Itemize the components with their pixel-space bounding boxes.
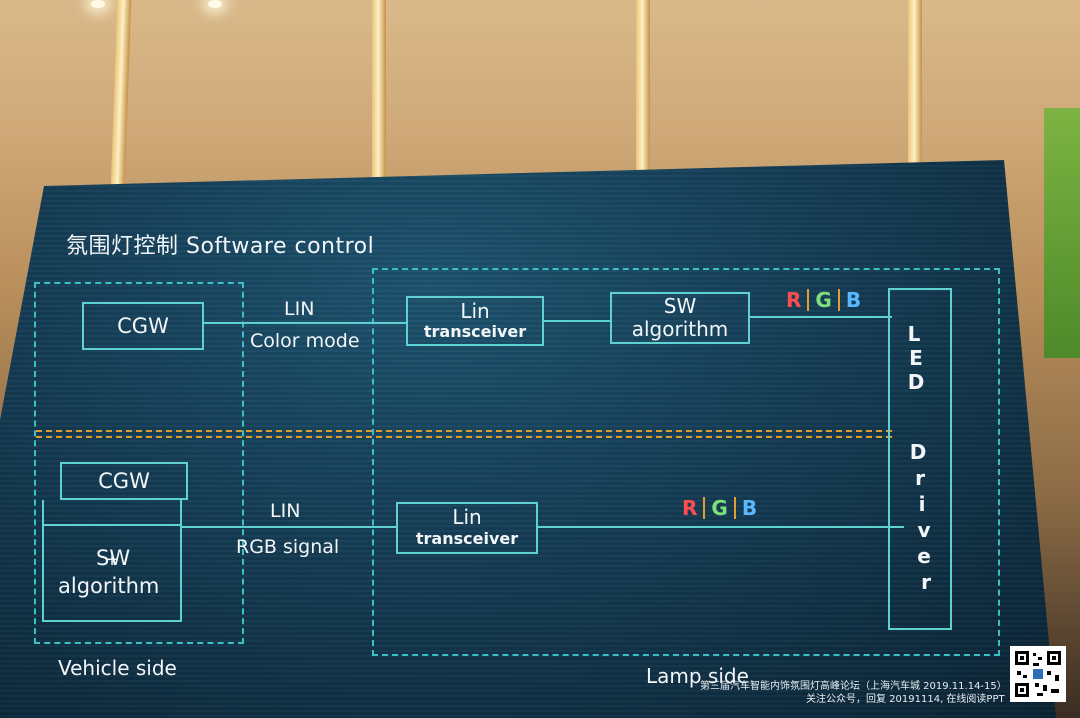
orange-divider bbox=[36, 430, 892, 438]
lin-transceiver-box-bottom: Lin transceiver bbox=[396, 502, 538, 554]
rgb-label-bottom: R G B bbox=[682, 496, 757, 520]
lin-label-top: LIN bbox=[284, 298, 315, 320]
led-driver-box bbox=[888, 288, 952, 630]
qr-code-icon bbox=[1010, 646, 1066, 702]
sw-algorithm-box-top: SW algorithm bbox=[610, 292, 750, 344]
led-driver-letter: e bbox=[917, 544, 931, 568]
rgb-signal-label: RGB signal bbox=[236, 536, 340, 558]
cgw-label: CGW bbox=[117, 314, 169, 338]
lin-wire-top bbox=[204, 322, 408, 324]
r-label: R bbox=[682, 496, 698, 520]
lin-label: Lin bbox=[460, 299, 490, 323]
watermark-line2: 关注公众号，回复 20191114, 在线阅读PPT bbox=[806, 694, 1005, 705]
lamp-side-region bbox=[372, 268, 1000, 656]
g-label: G bbox=[815, 288, 832, 312]
gold-pillar bbox=[372, 0, 386, 190]
rgb-wire-top bbox=[750, 316, 892, 318]
lin-label-bottom: LIN bbox=[270, 500, 301, 522]
lin-transceiver-box-top: Lin transceiver bbox=[406, 296, 544, 346]
sw-label-bottom: SW bbox=[96, 546, 131, 570]
cgw-box-bottom: CGW bbox=[60, 462, 188, 500]
algorithm-label-bottom: algorithm bbox=[58, 574, 160, 598]
plus-label: + bbox=[104, 549, 120, 570]
lin-wire-bottom bbox=[182, 526, 396, 528]
gold-pillar bbox=[110, 0, 132, 190]
wire-transceiver-to-sw bbox=[544, 320, 610, 322]
color-mode-label: Color mode bbox=[250, 330, 360, 352]
slide-title: 氛围灯控制 Software control bbox=[66, 234, 375, 259]
led-driver-letter: D bbox=[907, 370, 925, 394]
led-driver-letter: v bbox=[917, 518, 931, 542]
led-driver-letter: r bbox=[915, 466, 925, 490]
led-driver-letter: L bbox=[907, 322, 921, 346]
rgb-wire-bottom bbox=[538, 526, 904, 528]
r-label: R bbox=[786, 288, 802, 312]
inner-divider bbox=[42, 524, 182, 526]
lin-label: Lin bbox=[452, 505, 482, 529]
separator bbox=[733, 497, 736, 519]
rgb-label-top: R G B bbox=[786, 288, 861, 312]
gold-pillar bbox=[908, 0, 922, 190]
sw-label: SW bbox=[663, 294, 697, 318]
led-driver-letter: i bbox=[918, 492, 926, 516]
watermark-line1: 第三届汽车智能内饰氛围灯高峰论坛（上海汽车城 2019.11.14-15） bbox=[700, 681, 1007, 692]
lamp-side-label: Lamp side bbox=[646, 664, 749, 688]
algorithm-label: algorithm bbox=[631, 317, 729, 341]
cgw-box-top: CGW bbox=[82, 302, 204, 350]
led-driver-letter: E bbox=[909, 346, 923, 370]
transceiver-label: transceiver bbox=[423, 322, 527, 341]
cgw-plus-sw-box: + bbox=[42, 500, 182, 622]
led-driver-letter: r bbox=[921, 570, 931, 594]
b-label: B bbox=[845, 288, 862, 312]
separator bbox=[703, 497, 706, 519]
transceiver-label: transceiver bbox=[415, 529, 519, 548]
vehicle-side-region bbox=[34, 282, 244, 644]
ceiling-light bbox=[208, 0, 222, 8]
separator bbox=[837, 289, 840, 311]
g-label: G bbox=[711, 496, 728, 520]
gold-pillar bbox=[636, 0, 650, 190]
vehicle-side-label: Vehicle side bbox=[58, 656, 177, 680]
ceiling-light bbox=[91, 0, 105, 8]
led-driver-letter: D bbox=[909, 440, 927, 464]
separator bbox=[807, 289, 810, 311]
b-label: B bbox=[741, 496, 758, 520]
green-banner bbox=[1044, 108, 1080, 358]
cgw-label: CGW bbox=[98, 469, 150, 493]
